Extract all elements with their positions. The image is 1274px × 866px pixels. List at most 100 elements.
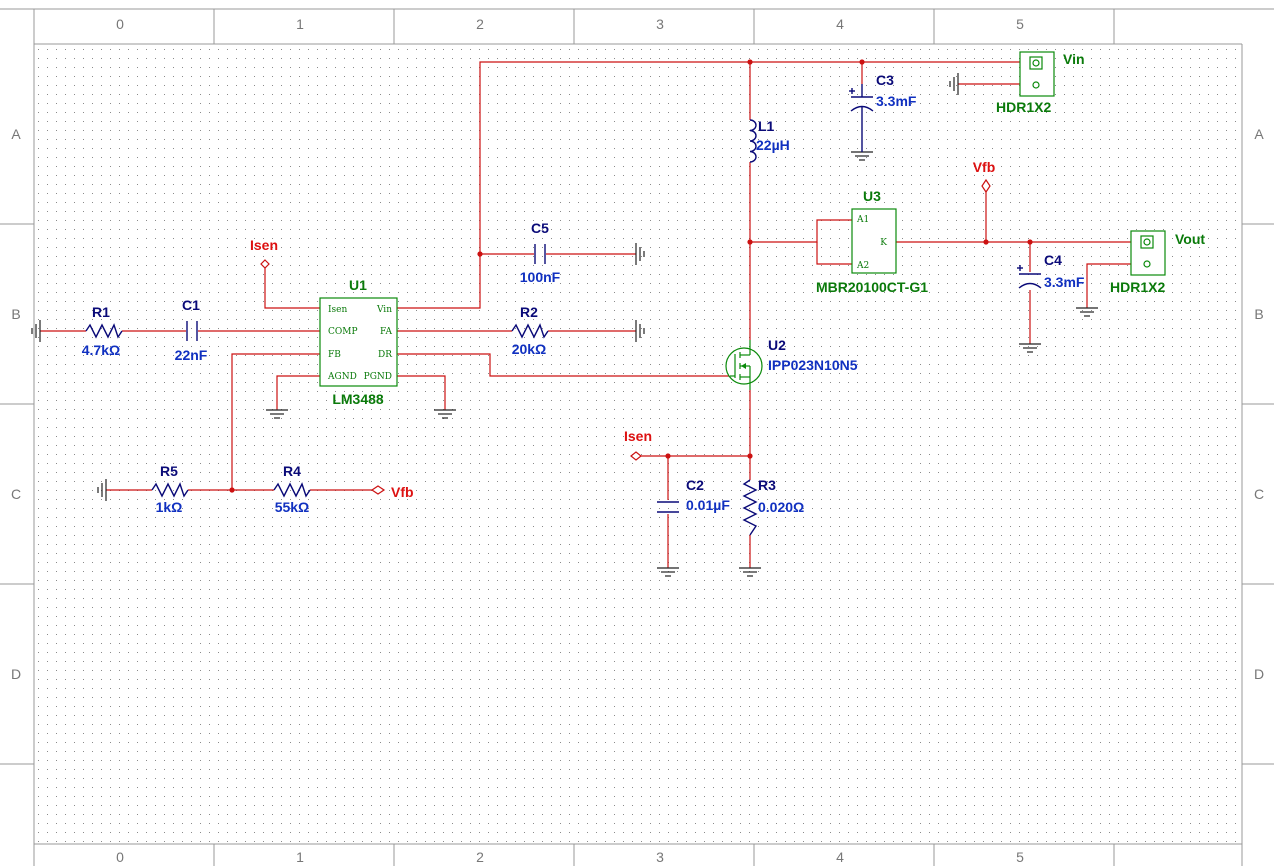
u3-ref: U3 [863,188,881,204]
u1-pin-dr: DR [378,350,392,360]
resistor-r3[interactable] [742,479,758,536]
ruler-row-a: A [11,126,21,142]
ground-icon [1019,343,1041,353]
c3-ref: C3 [876,72,894,88]
ruler-col-0-bottom: 0 [116,849,124,865]
c1-value: 22nF [175,347,208,363]
u2-ref: U2 [768,337,786,353]
ground-icon [434,409,456,419]
vin-header-part: HDR1X2 [996,99,1051,115]
u3-pin-a2: A2 [856,261,869,271]
c3-value: 3.3mF [876,93,917,109]
diode-u3[interactable]: A1 A2 K [851,208,897,274]
ruler-row-c: C [11,486,21,502]
r5-value: 1kΩ [156,499,183,515]
u3-pin-k: K [880,238,887,248]
capacitor-c1[interactable] [186,321,198,341]
ruler-row-d-right: D [1254,666,1264,682]
net-port-vfb-left[interactable] [370,485,386,495]
wires[interactable] [40,61,1131,568]
inductor-l1[interactable] [749,119,757,163]
u1-pin-fb: FB [328,350,341,360]
r1-ref: R1 [92,304,110,320]
ruler-col-4-bottom: 4 [836,849,844,865]
ground-icon [97,479,107,501]
u1-pin-pgnd: PGND [364,372,392,382]
u1-pin-comp: COMP [328,327,358,337]
ground-icon [635,320,645,342]
u1-pin-agnd: AGND [327,372,357,382]
ruler-row-a-right: A [1254,126,1264,142]
r4-value: 55kΩ [275,499,310,515]
ruler-col-5: 5 [1016,16,1024,32]
r2-value: 20kΩ [512,341,547,357]
c2-value: 0.01µF [686,497,730,513]
resistor-r5[interactable] [151,482,189,498]
net-port-isen-sense[interactable] [630,451,642,461]
c1-ref: C1 [182,297,200,313]
u1-ref: U1 [349,277,367,293]
vout-header-part: HDR1X2 [1110,279,1165,295]
net-label-isen-sense: Isen [624,428,652,444]
u3-pin-a1: A1 [856,215,869,225]
capacitor-c5[interactable] [534,244,546,264]
ground-icon [739,567,761,577]
ruler-col-1-bottom: 1 [296,849,304,865]
u1-pin-isen: Isen [328,305,348,315]
net-label-vfb-left: Vfb [391,484,414,500]
ruler-col-2-bottom: 2 [476,849,484,865]
ground-icon [1076,307,1098,317]
r2-ref: R2 [520,304,538,320]
net-port-isen-u1[interactable] [260,259,270,269]
header-vin[interactable] [1019,51,1055,97]
ruler-row-c-right: C [1254,486,1264,502]
u1-pin-vin: Vin [376,305,392,315]
mosfet-u2[interactable] [725,340,763,390]
ground-icon [266,409,288,419]
ruler-col-3-bottom: 3 [656,849,664,865]
resistor-r1[interactable] [85,323,123,339]
ic-u1-lm3488[interactable]: Isen Vin COMP FA FB DR AGND PGND [319,297,398,387]
capacitor-c3[interactable] [849,84,874,152]
net-label-isen-u1: Isen [250,237,278,253]
ground-icon [949,73,959,95]
capacitor-c2[interactable] [657,501,679,513]
ruler-row-d: D [11,666,21,682]
resistor-r2[interactable] [511,323,549,339]
ground-icon [31,320,41,342]
header-vout[interactable] [1130,230,1166,276]
r1-value: 4.7kΩ [82,342,120,358]
r3-value: 0.020Ω [758,499,804,515]
net-label-vin: Vin [1063,51,1085,67]
ruler-col-2: 2 [476,16,484,32]
ground-icon [657,567,679,577]
c4-value: 3.3mF [1044,274,1085,290]
net-label-vout: Vout [1175,231,1205,247]
u1-part: LM3488 [332,391,384,407]
c5-ref: C5 [531,220,549,236]
r3-ref: R3 [758,477,776,493]
ruler-col-5-bottom: 5 [1016,849,1024,865]
resistor-r4[interactable] [273,482,311,498]
u1-pin-fa: FA [380,327,392,337]
net-port-vfb-right[interactable] [981,178,991,194]
u3-part: MBR20100CT-G1 [816,279,928,295]
ruler-col-3: 3 [656,16,664,32]
ruler-col-0: 0 [116,16,124,32]
ruler-row-b: B [11,306,20,322]
c5-value: 100nF [520,269,561,285]
ruler-row-b-right: B [1254,306,1263,322]
l1-ref: L1 [758,118,775,134]
u2-part: IPP023N10N5 [768,357,858,373]
l1-value: 22µH [756,137,790,153]
r5-ref: R5 [160,463,178,479]
ground-icon [635,243,645,265]
r4-ref: R4 [283,463,301,479]
ground-symbols [31,73,1098,577]
capacitor-c4[interactable] [1017,265,1042,289]
ruler-col-4: 4 [836,16,844,32]
junctions [229,59,1033,493]
